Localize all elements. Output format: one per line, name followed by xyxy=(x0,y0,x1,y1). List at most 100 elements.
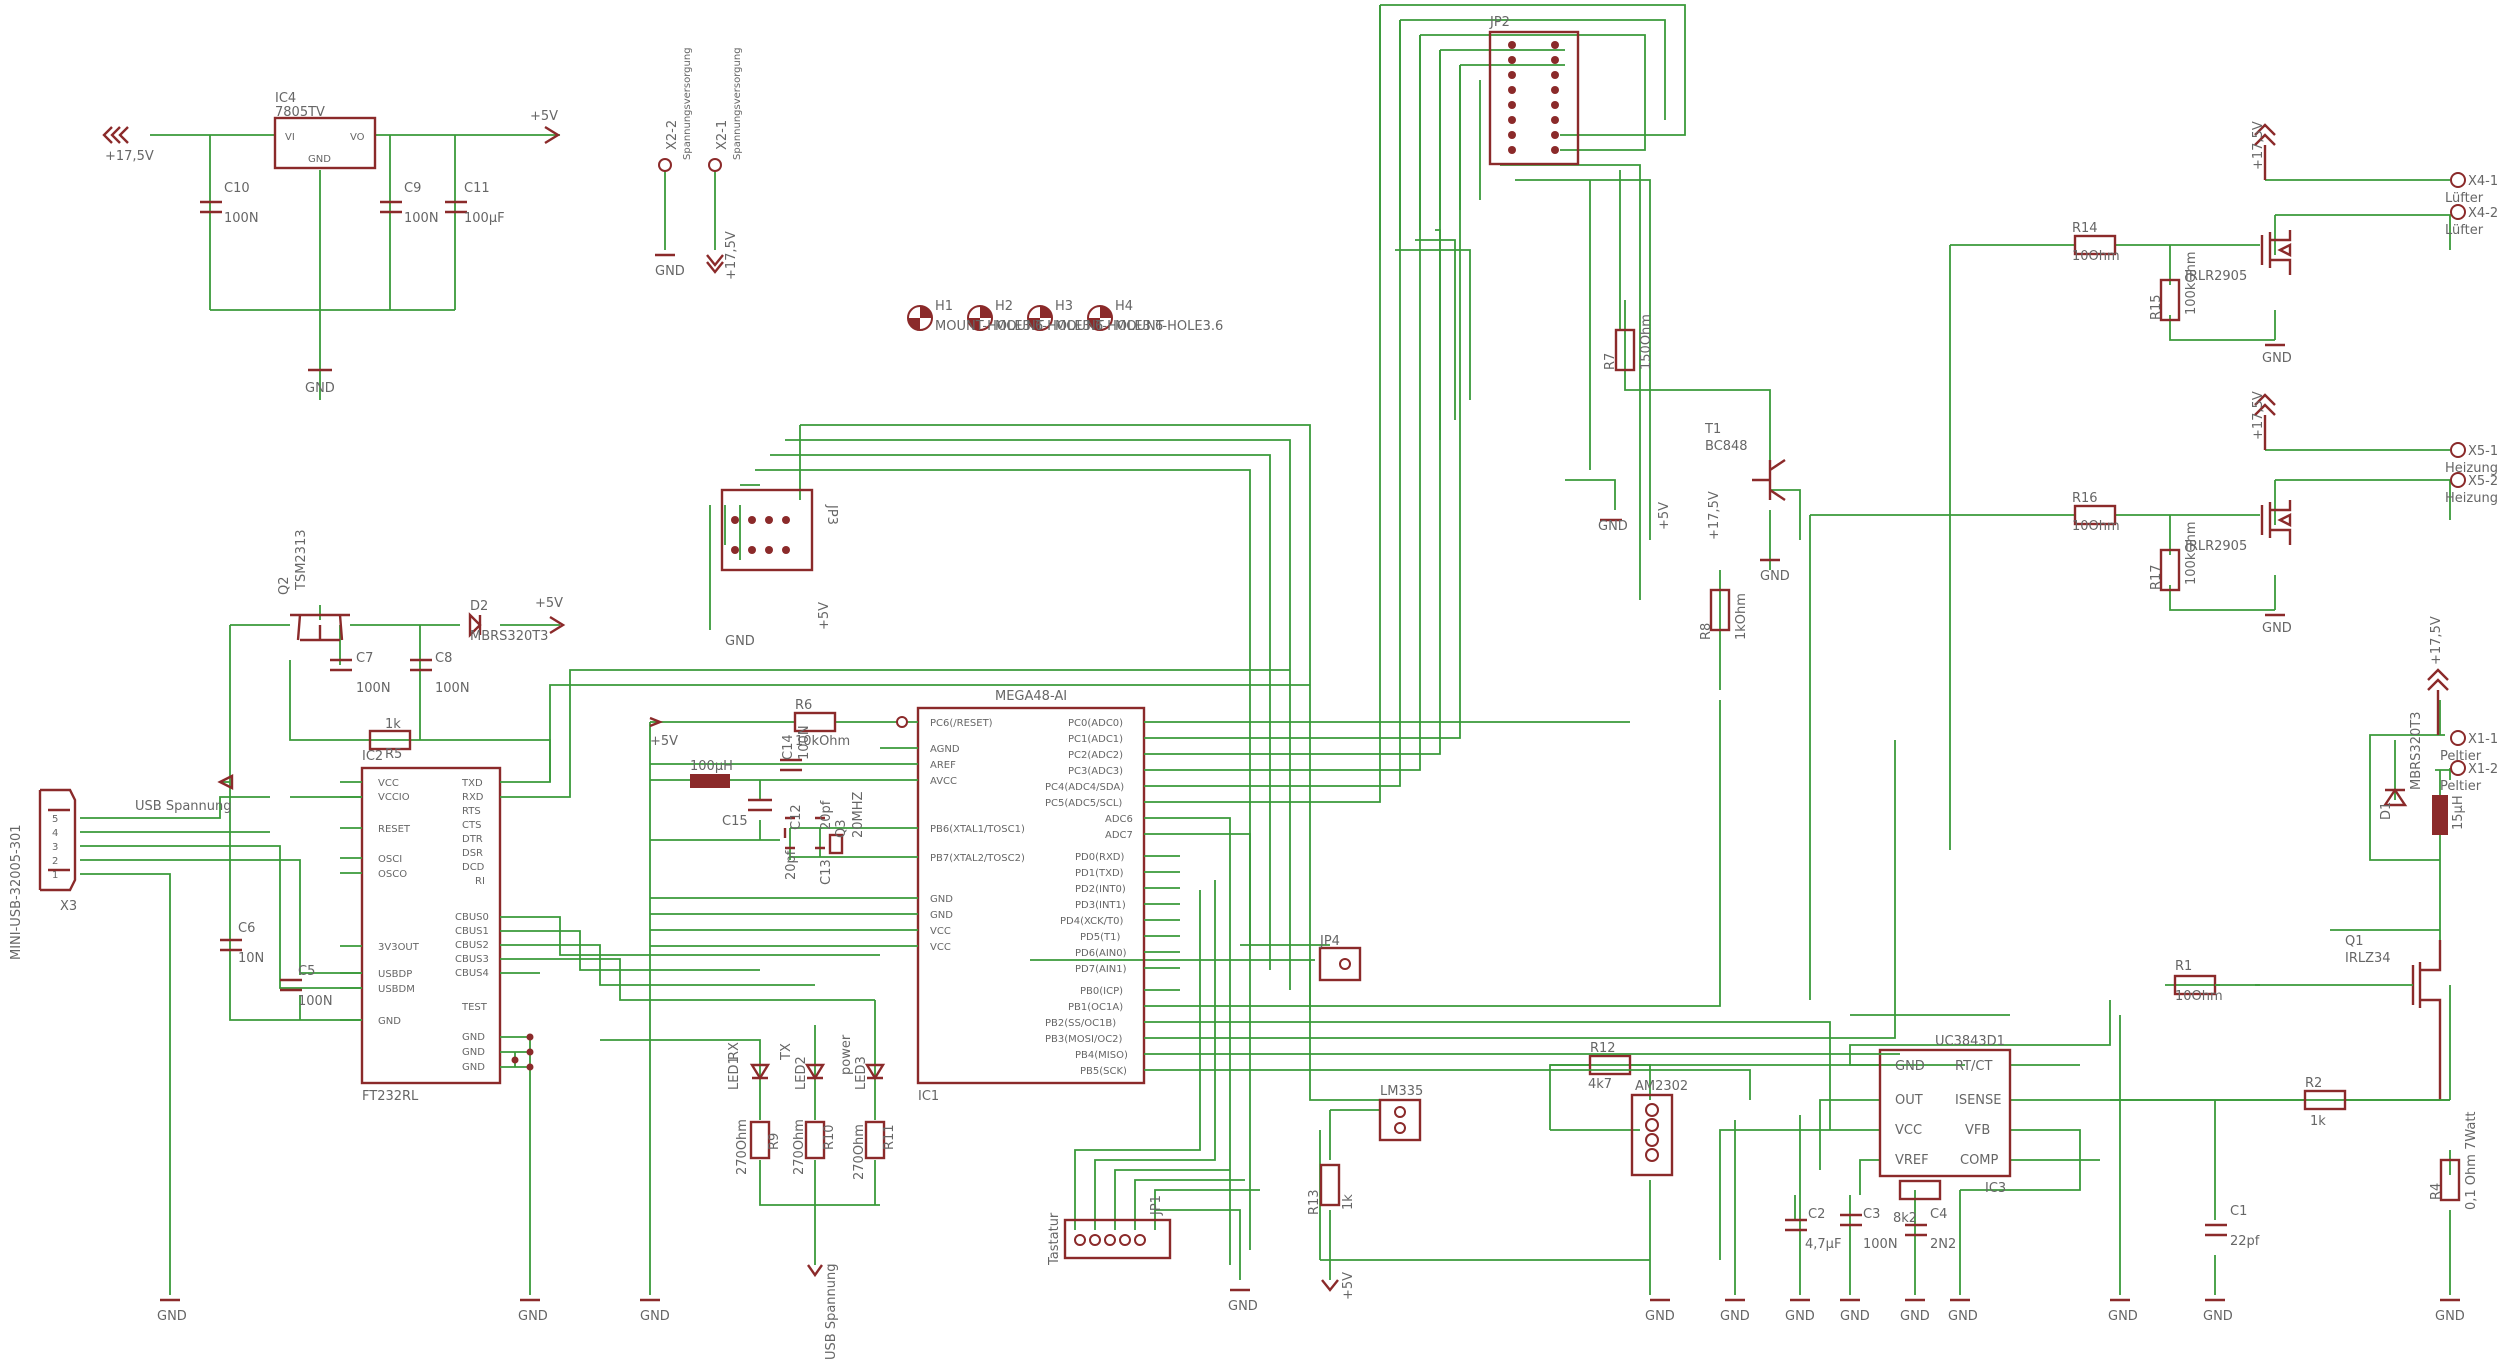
tastatur-section: Tastatur JP1 GND xyxy=(1047,880,1260,1314)
mega-pin-avcc: AVCC xyxy=(930,776,957,787)
mega-pin-pc2: PC2(ADC2) xyxy=(1068,750,1123,761)
ft-pin-gnd1: GND xyxy=(462,1032,485,1043)
c11-value: 100µF xyxy=(464,211,505,226)
jp3-gnd: GND xyxy=(725,634,755,649)
c8-label: C8 xyxy=(435,651,452,666)
peltier-17v5: +17,5V xyxy=(2429,616,2444,665)
h4-label: H4 xyxy=(1115,299,1133,314)
ft232-left-pins: VCC VCCIO RESET OSCI OSCO 3V3OUT USBDP U… xyxy=(378,778,420,1027)
jp1-label: JP1 xyxy=(1149,1195,1164,1216)
usb-pin-5: 5 xyxy=(52,814,58,825)
fan-5v: +5V xyxy=(1657,502,1672,530)
tastatur-label: Tastatur xyxy=(1047,1212,1062,1266)
usb-pin-4: 4 xyxy=(52,828,58,839)
mega-gnd: GND xyxy=(640,1309,670,1324)
mega-pin-pb6: PB6(XTAL1/TOSC1) xyxy=(930,824,1025,835)
c4-value: 2N2 xyxy=(1930,1237,1956,1252)
mega-pin-pb2: PB2(SS/OC1B) xyxy=(1045,1018,1116,1029)
r6-label: R6 xyxy=(795,698,812,713)
mega-pin-adc7: ADC7 xyxy=(1105,830,1133,841)
uc3843-section: UC3843D1 IC3 GND OUT VCC VREF RT/CT ISEN… xyxy=(1549,1000,2450,1324)
c11-label: C11 xyxy=(464,181,490,196)
mega-5v-label: +5V xyxy=(650,734,678,749)
ft-pin-vcc: VCC xyxy=(378,778,399,789)
ft-pin-3v3out: 3V3OUT xyxy=(378,942,420,953)
uc-pin-gnd: GND xyxy=(1895,1059,1925,1074)
ft-pin-test: TEST xyxy=(461,1002,488,1013)
ft-pin-cbus4: CBUS4 xyxy=(455,968,489,979)
usb-5v-label: +5V xyxy=(535,596,563,611)
uc-pin-vref: VREF xyxy=(1895,1153,1929,1168)
r15-value: 100kOhm xyxy=(2184,252,2199,315)
c13-label: C13 xyxy=(819,859,834,885)
r14-value: 10Ohm xyxy=(2072,249,2120,264)
mega-pin-reset: PC6(/RESET) xyxy=(930,718,993,729)
mega-right-pins: PC0(ADC0) PC1(ADC1) PC2(ADC2) PC3(ADC3) … xyxy=(1045,718,1133,1077)
mega-pin-pc4: PC4(ADC4/SDA) xyxy=(1045,782,1124,793)
c1-value: 22pf xyxy=(2230,1234,2260,1249)
ft-pin-dcd: DCD xyxy=(462,862,485,873)
supply-5v-label: +5V xyxy=(530,109,558,124)
ft-pin-cbus2: CBUS2 xyxy=(455,940,489,951)
h2-type: MOUNT-HOLE3.6 xyxy=(995,319,1103,334)
x4-1-desc: Lüfter xyxy=(2445,191,2484,206)
q3-label: Q3 xyxy=(834,819,849,838)
c3-label: C3 xyxy=(1863,1207,1880,1222)
am2302-gnd: GND xyxy=(1645,1309,1675,1324)
heizung-17v5: +17,5V xyxy=(2251,391,2266,440)
gnd-uc-2: GND xyxy=(1785,1309,1815,1324)
c2-value: 4,7µF xyxy=(1805,1237,1841,1252)
r5-label: R5 xyxy=(385,747,402,762)
uc-pin-rtct: RT/CT xyxy=(1955,1059,1992,1074)
x2-17v5-label: +17,5V xyxy=(724,231,739,280)
led-section: LED1 RX LED2 TX LED3 power R9 270Ohm R10… xyxy=(600,1000,897,1360)
mega-pin-pd1: PD1(TXD) xyxy=(1075,868,1124,879)
x1-1-label: X1-1 xyxy=(2468,732,2498,747)
r8-value: 1kOhm xyxy=(1734,593,1749,640)
r4-gnd: GND xyxy=(2435,1309,2465,1324)
h1-label: H1 xyxy=(935,299,953,314)
c12-label: C12 xyxy=(789,804,804,830)
supply-17v5-label: +17,5V xyxy=(105,149,154,164)
c6-label: C6 xyxy=(238,921,255,936)
ic4-vo: VO xyxy=(350,132,365,143)
mega-pin-pd3: PD3(INT1) xyxy=(1075,900,1126,911)
q2-label: Q2 xyxy=(277,576,292,595)
fan-driver-section: R7 150Ohm T1 BC848 GND R8 1kOhm GND +5V … xyxy=(1565,170,1801,690)
x2-2-label: X2-2 xyxy=(665,120,680,150)
r2-value: 1k xyxy=(2310,1114,2326,1129)
r17-value: 100kOhm xyxy=(2184,522,2199,585)
r10-label: R10 xyxy=(822,1124,837,1150)
mega-pin-gnd2: GND xyxy=(930,910,953,921)
ft-pin-osco: OSCO xyxy=(378,869,407,880)
uc-pin-vfb: VFB xyxy=(1965,1123,1990,1138)
x5-2-label: X5-2 xyxy=(2468,474,2498,489)
luefter-17v5: +17,5V xyxy=(2251,121,2266,170)
x3-value: MINI-USB-32005-301 xyxy=(9,824,24,960)
mega-pin-agnd: AGND xyxy=(930,744,960,755)
d1-label: D1 xyxy=(2379,802,2394,820)
power-supply-section: IC4 7805TV VI VO GND +17,5V +5V C10 100N… xyxy=(102,91,561,400)
led-usb-spannung: USB Spannung xyxy=(824,1264,839,1361)
x3-label: X3 xyxy=(60,899,77,914)
usb-pin-2: 2 xyxy=(52,856,58,867)
ft-pin-gnd2: GND xyxy=(462,1047,485,1058)
mega-pin-pc3: PC3(ADC3) xyxy=(1068,766,1123,777)
ft-pin-osci: OSCI xyxy=(378,854,402,865)
led1-label: LED1 xyxy=(727,1056,742,1090)
q3-value: 20MHZ xyxy=(851,791,866,838)
r13-label: R13 xyxy=(1307,1189,1322,1215)
r12-value: 4k7 xyxy=(1588,1077,1612,1092)
jp4-label: JP4 xyxy=(1319,934,1340,949)
ft-pin-cbus1: CBUS1 xyxy=(455,926,489,937)
jp3-5v: +5V xyxy=(817,602,832,630)
mega-pin-pd2: PD2(INT0) xyxy=(1075,884,1126,895)
c10-label: C10 xyxy=(224,181,250,196)
ft-pin-rts: RTS xyxy=(462,806,481,817)
r7-label: R7 xyxy=(1603,353,1618,370)
usb-spannung-label: USB Spannung xyxy=(135,799,232,814)
c9-label: C9 xyxy=(404,181,421,196)
x2-1-desc: Spannungsversorgung xyxy=(732,47,743,160)
h4-type: MOUNT-HOLE3.6 xyxy=(1115,319,1223,334)
